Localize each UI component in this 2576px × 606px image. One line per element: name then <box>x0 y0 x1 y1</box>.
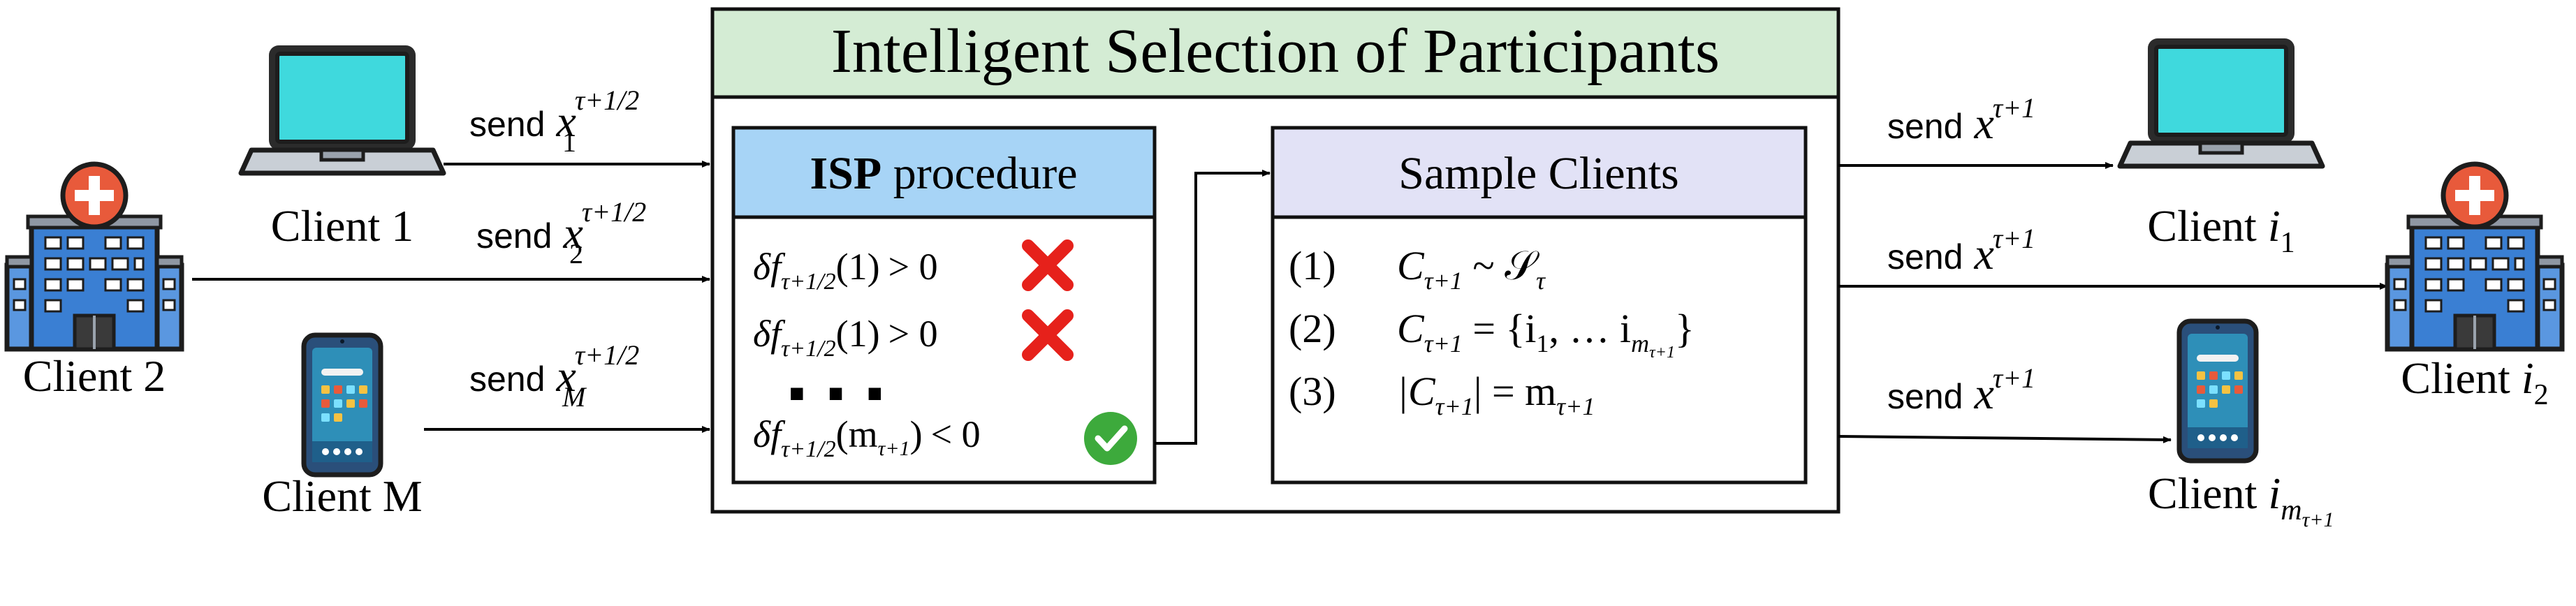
hospital-icon <box>7 164 182 349</box>
cross-icon <box>1022 309 1074 361</box>
hospital-icon <box>2387 164 2562 349</box>
sample-clients-title: Sample Clients <box>1398 148 1678 199</box>
isp-row: δfτ+1/2(mτ+1)< 0 <box>753 412 1137 465</box>
sample-step: (2)Cτ+1 = {i1, … imτ+1} <box>1289 306 1695 362</box>
client-2-label: Client 2 <box>23 351 166 401</box>
sample-step: (3)|Cτ+1| = mτ+1 <box>1289 369 1595 420</box>
client-i1-label: Client i1 <box>2147 201 2295 259</box>
diagram-title: Intelligent Selection of Participants <box>831 17 1720 86</box>
send-arrow-client-im <box>1838 435 2172 443</box>
laptop-icon <box>2120 38 2322 166</box>
svg-text:δfτ+1/2(1)> 0: δfτ+1/2(1)> 0 <box>753 313 938 362</box>
phone-icon <box>2179 321 2256 461</box>
isp-procedure-header <box>731 126 1157 219</box>
isp-procedure-title: ISP procedure <box>810 148 1077 199</box>
laptop-icon <box>241 45 444 173</box>
svg-text:δfτ+1/2(1)> 0: δfτ+1/2(1)> 0 <box>753 246 938 295</box>
client-i2-label: Client i2 <box>2401 353 2548 411</box>
isp-row: δfτ+1/2(1)> 0 <box>753 309 1074 362</box>
check-icon <box>1084 412 1137 465</box>
sample-step: (1)Cτ+1 ~ 𝒮τ <box>1289 243 1546 295</box>
client-m-label: Client M <box>262 471 422 521</box>
svg-text:δfτ+1/2(mτ+1)< 0: δfτ+1/2(mτ+1)< 0 <box>753 413 981 462</box>
sample-clients-header <box>1271 126 1808 219</box>
cross-icon <box>1022 239 1074 291</box>
isp-row: δfτ+1/2(1)> 0 <box>753 239 1074 295</box>
phone-icon <box>304 335 381 475</box>
title-banner <box>710 7 1840 99</box>
client-1-label: Client 1 <box>271 201 414 251</box>
isp-to-sample-arrow <box>1155 170 1271 445</box>
isp-ellipsis: ■ ■ ■ <box>789 378 891 407</box>
client-im-label: Client imτ+1 <box>2148 468 2334 531</box>
